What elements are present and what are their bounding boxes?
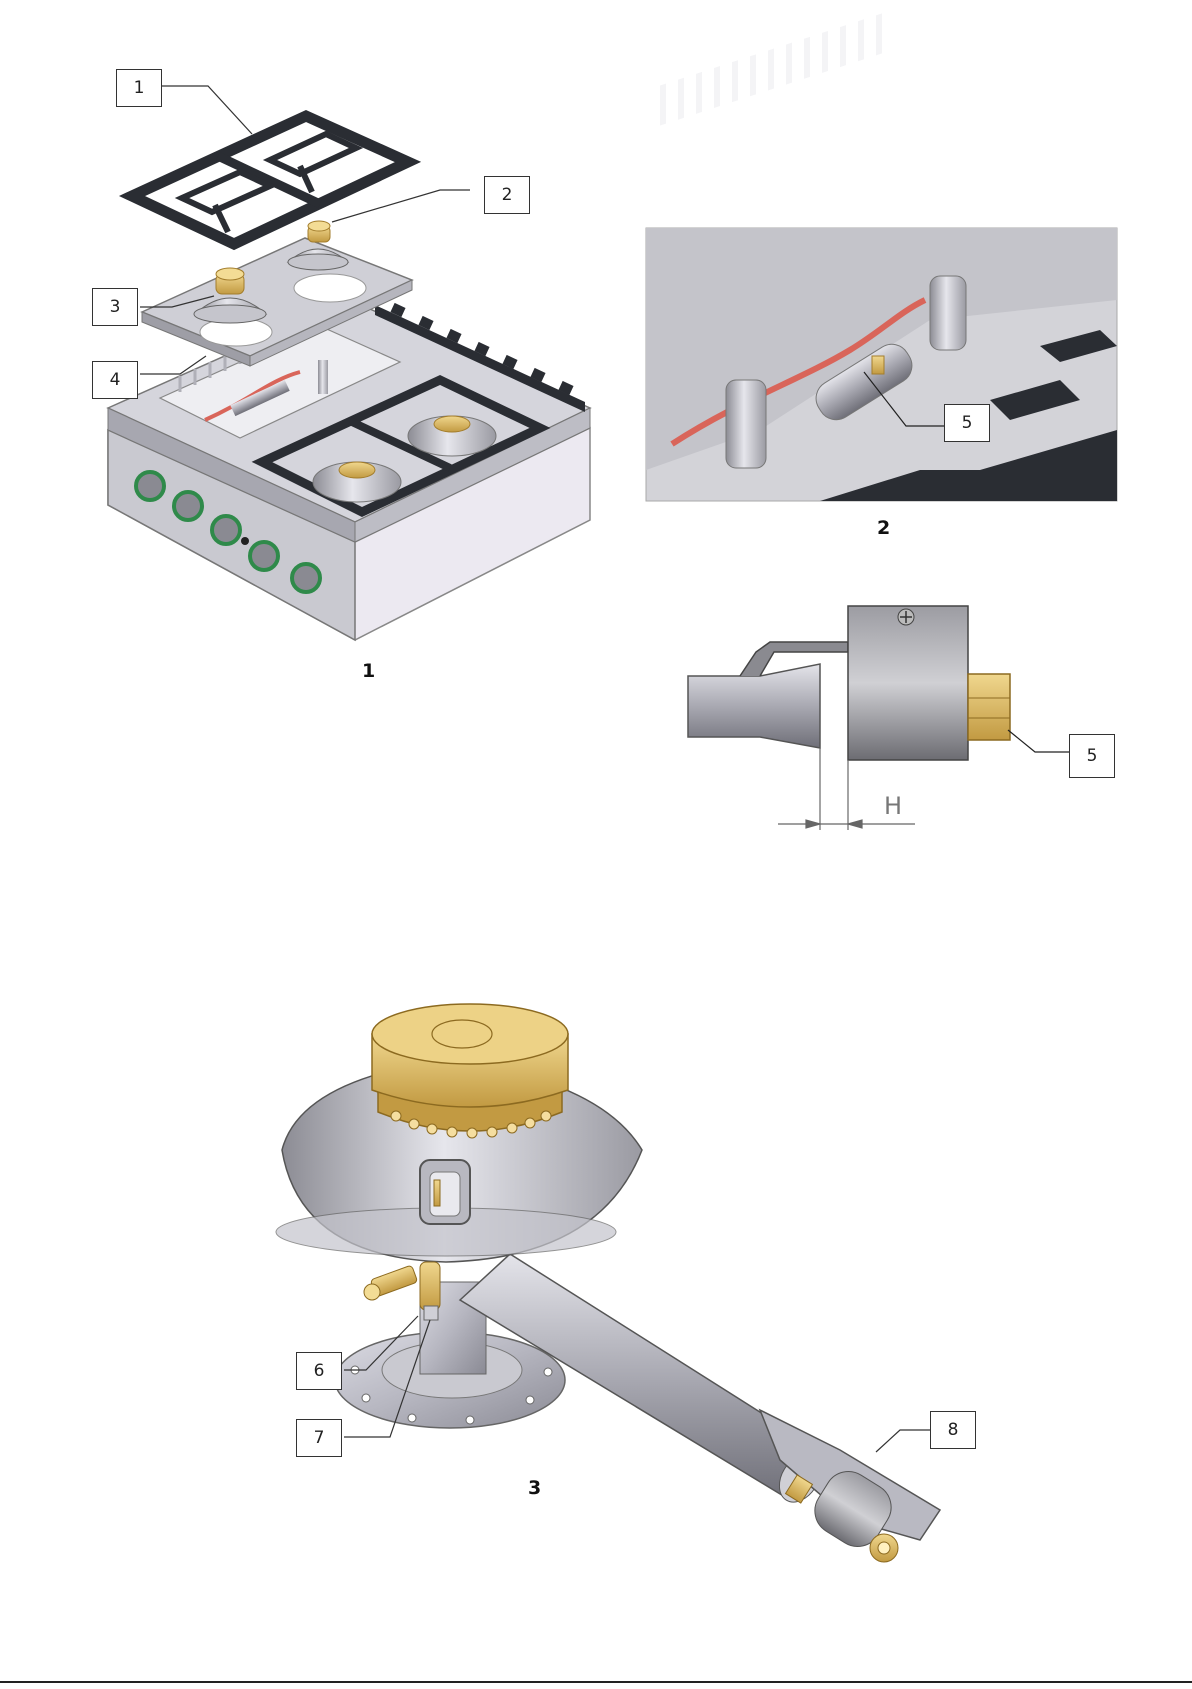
- callout-3: 3: [92, 288, 138, 326]
- injector-holder-block: [848, 606, 968, 760]
- callout-2: 2: [484, 176, 530, 214]
- brass-nozzle: [968, 674, 1010, 740]
- callout-8: 8: [930, 1411, 976, 1449]
- page-bottom-rule: [0, 1681, 1192, 1683]
- figure-2-detail: [646, 13, 1117, 501]
- figure-1-label: 1: [362, 660, 375, 682]
- callout-4: 4: [92, 361, 138, 399]
- callout-5-detail: 5: [944, 404, 990, 442]
- callout-6: 6: [296, 1352, 342, 1390]
- figure-3-burner: [276, 1004, 940, 1562]
- callout-7: 7: [296, 1419, 342, 1457]
- dimension-h-label: H: [884, 792, 902, 820]
- callout-5-injector: 5: [1069, 734, 1115, 778]
- figure-2-label: 2: [877, 517, 890, 539]
- air-vent-slots: [660, 13, 882, 125]
- cast-iron-grate: [132, 116, 408, 244]
- injector-dimension-view: [688, 606, 1070, 830]
- callout-1: 1: [116, 69, 162, 107]
- gas-fitting: [364, 1262, 440, 1320]
- venturi-tube: [688, 664, 820, 748]
- figure-3-label: 3: [528, 1477, 541, 1499]
- leader-5-injector: [1008, 730, 1070, 752]
